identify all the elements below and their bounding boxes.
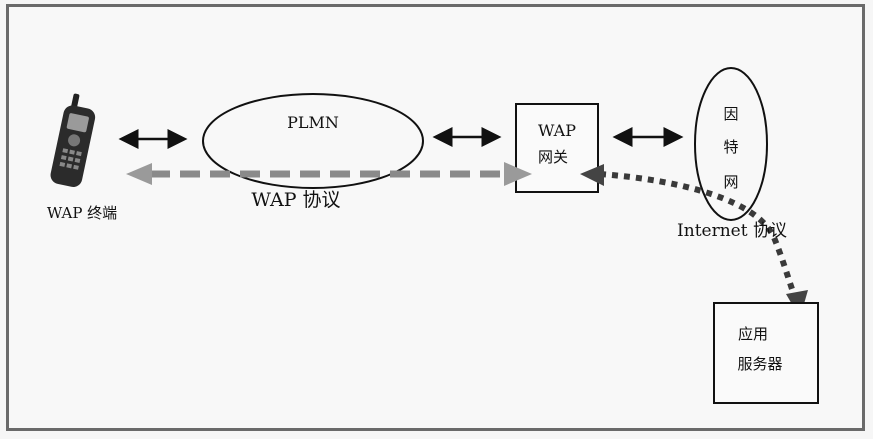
plmn-label: PLMN bbox=[287, 113, 339, 132]
gateway-label-line2: 网关 bbox=[538, 148, 568, 166]
server-label-line1: 应用 bbox=[738, 325, 768, 343]
wap-protocol-label: WAP 协议 bbox=[251, 189, 340, 211]
gateway-label-line1: WAP bbox=[538, 121, 576, 140]
internet-label-line1: 因 bbox=[723, 105, 738, 123]
internet-label-line3: 网 bbox=[723, 173, 738, 191]
application-server-box bbox=[714, 303, 818, 403]
server-label-line2: 服务器 bbox=[737, 355, 782, 373]
internet-protocol-label: Internet 协议 bbox=[677, 221, 787, 241]
internet-label-line2: 特 bbox=[723, 138, 738, 156]
mobile-phone-icon bbox=[49, 92, 99, 189]
wap-protocol-flow bbox=[126, 162, 532, 186]
internet-protocol-flow bbox=[580, 164, 808, 318]
terminal-label: WAP 终端 bbox=[47, 204, 117, 222]
